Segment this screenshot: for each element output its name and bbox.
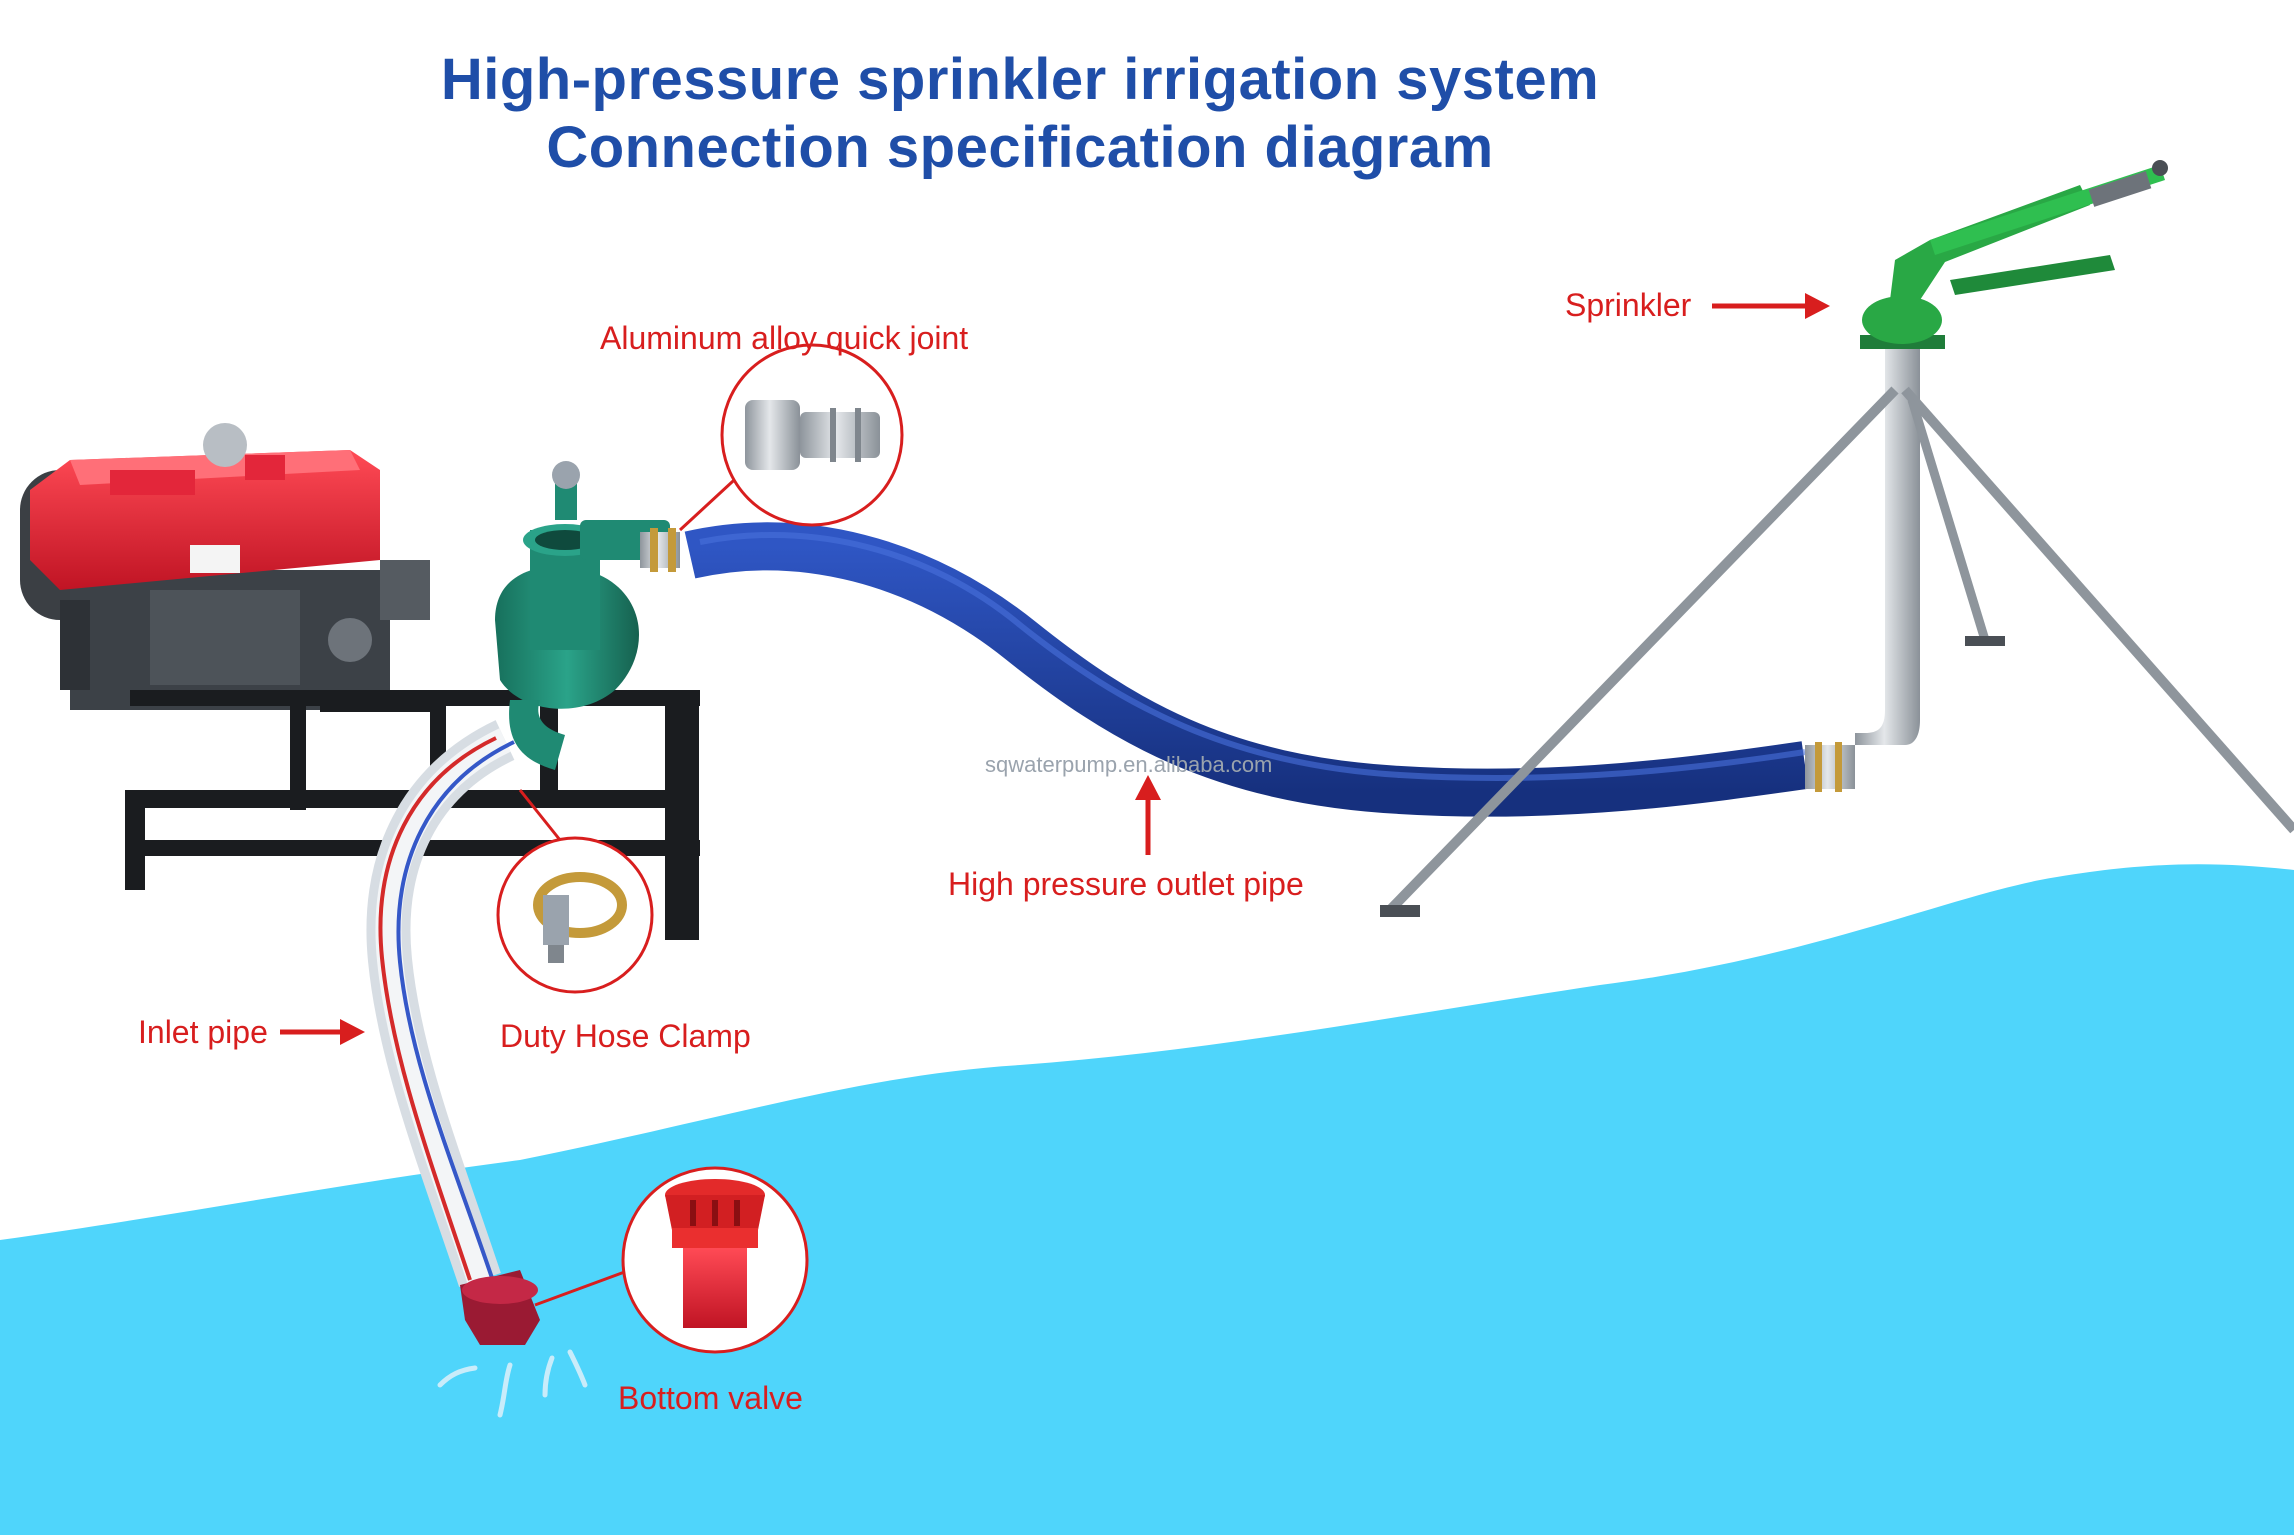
outlet-pipe-arrow xyxy=(1135,775,1161,855)
water-body xyxy=(0,864,2294,1535)
sprinkler-arrow xyxy=(1712,293,1830,319)
sprinkler-label: Sprinkler xyxy=(1565,287,1692,323)
watermark: sqwaterpump.en.alibaba.com xyxy=(985,752,1273,777)
inlet-pipe-label: Inlet pipe xyxy=(138,1014,268,1050)
hose-clamp-label: Duty Hose Clamp xyxy=(500,1018,751,1054)
quick-joint-label: Aluminum alloy quick joint xyxy=(600,320,969,356)
suction-arrows xyxy=(437,1349,588,1418)
inlet-hose xyxy=(366,720,515,1287)
title-line-2: Connection specification diagram xyxy=(546,115,1494,180)
outlet-coupling xyxy=(1805,745,1855,789)
bottom-valve-callout xyxy=(534,1166,809,1354)
inlet-pipe-arrow xyxy=(280,1019,365,1045)
outlet-hose xyxy=(684,522,1809,817)
title-line-1: High-pressure sprinkler irrigation syste… xyxy=(440,47,1600,112)
diesel-engine xyxy=(20,423,430,710)
bottom-valve-label: Bottom valve xyxy=(618,1380,803,1416)
bottom-valve xyxy=(460,1270,540,1345)
sprinkler-gun xyxy=(1860,160,2168,349)
quick-joint-callout xyxy=(678,343,904,532)
tripod-stand xyxy=(1380,345,2294,917)
water-pump xyxy=(495,461,680,770)
hose-clamp-callout xyxy=(496,789,654,994)
outlet-pipe-label: High pressure outlet pipe xyxy=(948,866,1304,902)
